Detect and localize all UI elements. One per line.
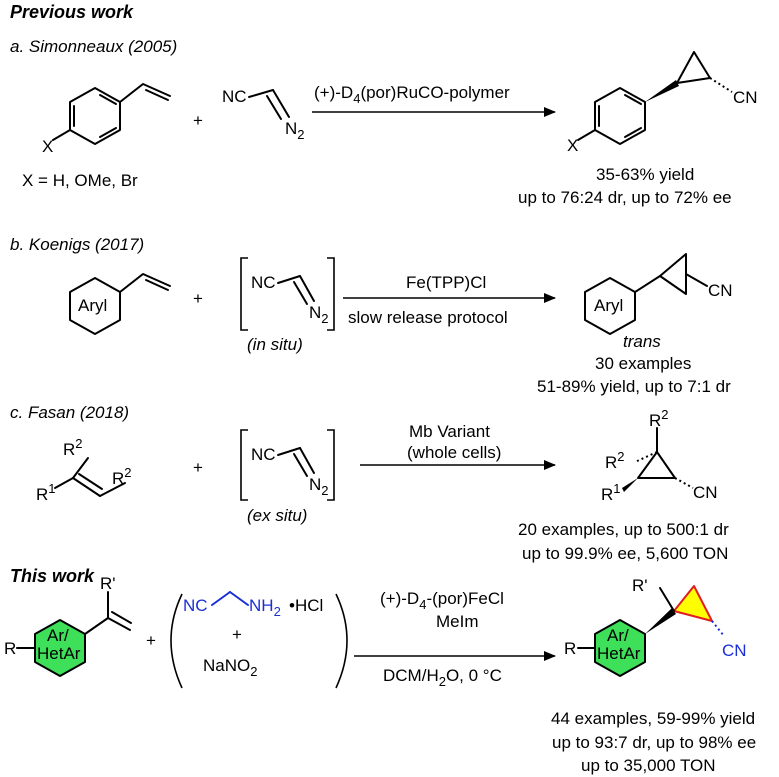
a-product-x: X [567,136,578,155]
a-product-cn: CN [733,88,758,107]
d-examples: 44 examples, 59-99% yield [551,709,755,728]
section-a-title: a. Simonneaux (2005) [10,37,177,56]
d-product-cn: CN [722,641,747,660]
c-bracket-right [327,429,335,501]
a-substituent-x: X [42,137,53,156]
c-reagent-top: Mb Variant [409,422,490,441]
a-styrene-structure [52,83,171,145]
d-substrate-ar: Ar/ [47,626,69,645]
d-substrate-hetar: HetAr [37,644,81,663]
c-diazo-bonds [277,447,315,477]
d-substrate-r: R [4,639,16,658]
c-plus: + [193,458,203,477]
header-this-work: This work [10,566,95,586]
b-product-aryl: Aryl [594,296,623,315]
d-substrate-structure [16,591,132,677]
c-product-r2-top: R2 [649,407,669,430]
b-in-situ: (in situ) [247,335,303,354]
d-aminoacetonitrile-nh2: NH2 [249,596,281,619]
c-selectivity: up to 99.9% ee, 5,600 TON [522,544,728,563]
c-product-cn: CN [693,483,718,502]
d-aminoacetonitrile-nc: NC [183,596,208,615]
d-selectivity: up to 93:7 dr, up to 98% ee [552,733,756,752]
d-product-ar: Ar/ [607,626,629,645]
a-diazo-n2: N2 [285,119,305,142]
b-bracket-left [240,257,248,331]
c-r2-top: R2 [63,436,83,459]
section-b-title: b. Koenigs (2017) [10,235,144,254]
d-paren-left [170,593,183,689]
b-reagent-bottom: slow release protocol [348,308,508,327]
b-selectivity: 51-89% yield, up to 7:1 dr [537,377,731,396]
c-ex-situ: (ex situ) [247,506,307,525]
c-examples: 20 examples, up to 500:1 dr [518,520,729,539]
a-yield: 35-63% yield [596,165,694,184]
d-product-hetar: HetAr [597,644,641,663]
c-diazo-nc: NC [251,445,276,464]
section-c-title: c. Fasan (2018) [10,403,129,422]
d-reagent-top: (+)-D4-(por)FeCl [380,589,504,612]
a-selectivity: up to 76:24 dr, up to 72% ee [518,188,732,207]
c-reagent-bottom: (whole cells) [407,443,501,462]
a-reagent-catalyst: (+)-D4(por)RuCO-polymer [314,83,510,106]
d-aminoacetonitrile-bonds [211,591,249,606]
d-reagent-bottom: DCM/H2O, 0 °C [383,666,502,689]
b-diazo-bonds [277,275,315,305]
b-trans-label: trans [623,332,661,351]
b-product-cn: CN [708,281,733,300]
a-diazo-bonds [248,89,290,120]
a-plus: + [193,111,203,130]
c-bracket-left [240,429,248,501]
d-reagent-mid: MeIm [436,612,479,631]
header-previous-work: Previous work [10,2,134,22]
d-ton: up to 35,000 TON [581,756,716,775]
d-plus-inner: + [232,625,242,644]
d-plus: + [146,631,156,650]
d-product-structure [577,585,725,677]
c-diazo-n2: N2 [309,475,329,498]
b-diazo-n2: N2 [309,303,329,326]
c-product-r1: R1 [601,481,621,504]
d-hcl: •HCl [289,596,323,615]
c-product-r2-left: R2 [605,449,625,472]
d-product-r: R [564,639,576,658]
c-r2-right: R2 [112,465,132,488]
b-plus: + [193,289,203,308]
b-reagent-top: Fe(TPP)Cl [406,273,486,292]
d-nano2: NaNO2 [203,656,257,679]
d-product-rprime: R' [632,576,648,595]
c-product-structure [622,427,694,492]
d-paren-right [335,593,348,689]
b-product-structure [584,253,708,335]
b-diazo-nc: NC [251,273,276,292]
a-substituent-scope: X = H, OMe, Br [22,171,138,190]
b-aryl-label: Aryl [78,296,107,315]
b-examples: 30 examples [595,354,691,373]
a-diazo-nc: NC [222,87,247,106]
b-bracket-right [327,257,335,331]
d-substrate-rprime: R' [100,574,116,593]
c-alkene-structure [54,457,126,497]
b-aryl-structure [69,273,171,335]
a-product-structure [577,51,733,145]
c-r1: R1 [36,481,56,504]
